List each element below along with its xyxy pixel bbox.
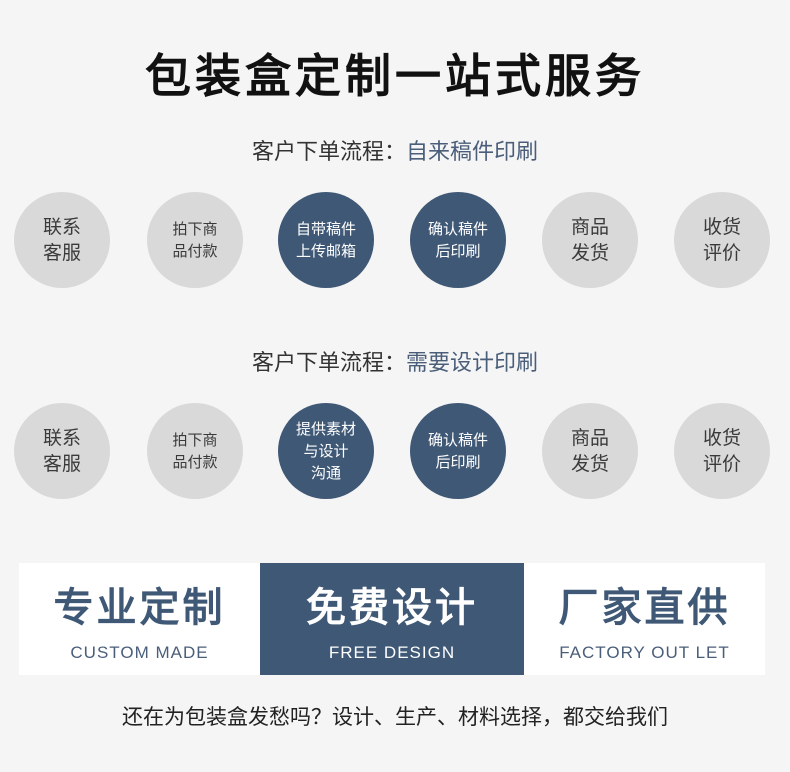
flow1-steps: 联系 客服 拍下商 品付款 自带稿件 上传邮箱 确认稿件 后印刷 商品 发货 收…: [0, 192, 790, 288]
feature-free-design: 免费设计 FREE DESIGN: [260, 563, 524, 675]
feature-custom-subtitle: CUSTOM MADE: [70, 643, 209, 662]
flow2-step-pay: 拍下商 品付款: [147, 403, 243, 499]
flow2-step-design: 提供素材 与设计 沟通: [278, 403, 374, 499]
footer-tagline: 还在为包装盒发愁吗？设计、生产、材料选择，都交给我们: [122, 705, 668, 729]
flow2-heading: 客户下单流程：需要设计印刷: [0, 345, 790, 377]
flow1-step-confirm: 确认稿件 后印刷: [410, 192, 506, 288]
flow1-prefix: 客户下单流程：: [251, 140, 406, 165]
feature-factory: 厂家直供 FACTORY OUT LET: [524, 563, 765, 675]
flow1-step-upload: 自带稿件 上传邮箱: [278, 192, 374, 288]
flow2-step-contact: 联系 客服: [14, 403, 110, 499]
feature-custom-made: 专业定制 CUSTOM MADE: [19, 563, 260, 675]
flow1-step-pay: 拍下商 品付款: [147, 192, 243, 288]
flow1-accent: 自来稿件印刷: [406, 140, 539, 165]
flow1-step-review: 收货 评价: [674, 192, 770, 288]
flow2-prefix: 客户下单流程：: [251, 351, 406, 376]
flow2-step-ship: 商品 发货: [542, 403, 638, 499]
flow2-step-confirm: 确认稿件 后印刷: [410, 403, 506, 499]
feature-design-title: 免费设计: [306, 585, 478, 631]
feature-banner: 专业定制 CUSTOM MADE 免费设计 FREE DESIGN 厂家直供 F…: [19, 563, 765, 675]
flow2-steps: 联系 客服 拍下商 品付款 提供素材 与设计 沟通 确认稿件 后印刷 商品 发货…: [0, 403, 790, 499]
flow1-step-ship: 商品 发货: [542, 192, 638, 288]
flow1-step-contact: 联系 客服: [14, 192, 110, 288]
page-title: 包装盒定制一站式服务: [145, 49, 645, 103]
feature-design-subtitle: FREE DESIGN: [328, 643, 456, 662]
feature-factory-title: 厂家直供: [558, 585, 731, 631]
flow1-heading: 客户下单流程：自来稿件印刷: [0, 134, 790, 166]
feature-custom-title: 专业定制: [53, 585, 226, 631]
feature-factory-subtitle: FACTORY OUT LET: [559, 643, 730, 662]
flow2-step-review: 收货 评价: [674, 403, 770, 499]
flow2-accent: 需要设计印刷: [406, 351, 539, 376]
